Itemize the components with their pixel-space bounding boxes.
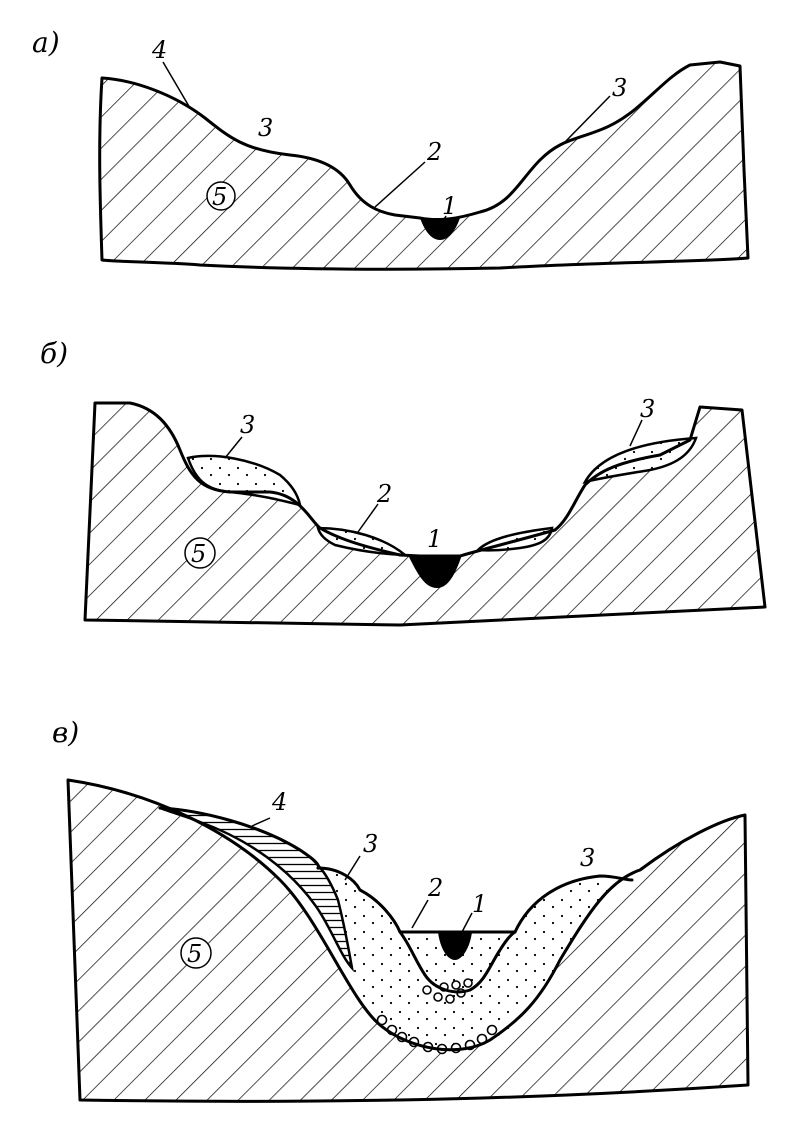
valley-outline-a [98, 60, 750, 271]
leader-4-a [162, 61, 191, 109]
label-3b-a: 3 [612, 74, 627, 102]
label-4-c: 4 [271, 788, 287, 816]
panel-b-letter: б) [40, 337, 68, 370]
leader-2-b [357, 503, 379, 533]
bedrock-a [99, 62, 748, 270]
label-2-b: 2 [376, 480, 392, 508]
label-3a-b: 3 [240, 411, 255, 439]
label-1-b: 1 [427, 525, 442, 553]
label-5-a: 5 [212, 183, 227, 211]
panel-a-letter: а) [32, 26, 60, 59]
leader-4-c [251, 817, 271, 827]
circle-5-b [184, 537, 216, 569]
label-2-a: 2 [426, 138, 442, 166]
label-4-a: 4 [151, 36, 167, 64]
inner-channel-c [398, 930, 517, 994]
terrace-outline-left-c [316, 866, 517, 934]
upper-slope-outline-c [158, 806, 320, 870]
panel-b: б) 5 3 3 2 1 [40, 337, 767, 627]
river-water-c [438, 932, 472, 960]
bedrock-b [85, 403, 765, 625]
valley-outline-b [83, 401, 767, 627]
panel-c: в) 5 4 [52, 716, 750, 1103]
deposit-3-c [318, 868, 632, 1050]
leader-3-right-b [629, 419, 643, 447]
panel-a: а) 5 4 3 3 2 1 [32, 26, 750, 271]
bedrock-c [68, 780, 748, 1102]
leader-3-left-c [344, 855, 361, 881]
circle-5-a [206, 181, 236, 211]
leader-1-a [439, 215, 447, 227]
label-3b-c: 3 [580, 844, 595, 872]
leader-1-c [461, 912, 473, 933]
leader-2-a [374, 161, 426, 208]
leader-3-a [564, 95, 611, 143]
leader-2-c [411, 899, 429, 929]
label-2-c: 2 [427, 874, 443, 902]
label-3b-b: 3 [640, 395, 655, 423]
circle-5-c [180, 937, 212, 969]
river-water-b [408, 555, 462, 588]
label-5-b: 5 [191, 540, 206, 568]
label-3a-a: 3 [258, 114, 273, 142]
deposit-2-left-b [316, 526, 409, 557]
leader-3-left-b [224, 436, 243, 459]
valley-outline-c [66, 778, 750, 1103]
panel-c-letter: в) [52, 716, 79, 749]
label-1-a: 1 [442, 192, 457, 220]
label-3a-c: 3 [363, 830, 378, 858]
label-1-c: 1 [472, 890, 487, 918]
label-5-c: 5 [187, 940, 202, 968]
river-water-a [420, 218, 460, 240]
